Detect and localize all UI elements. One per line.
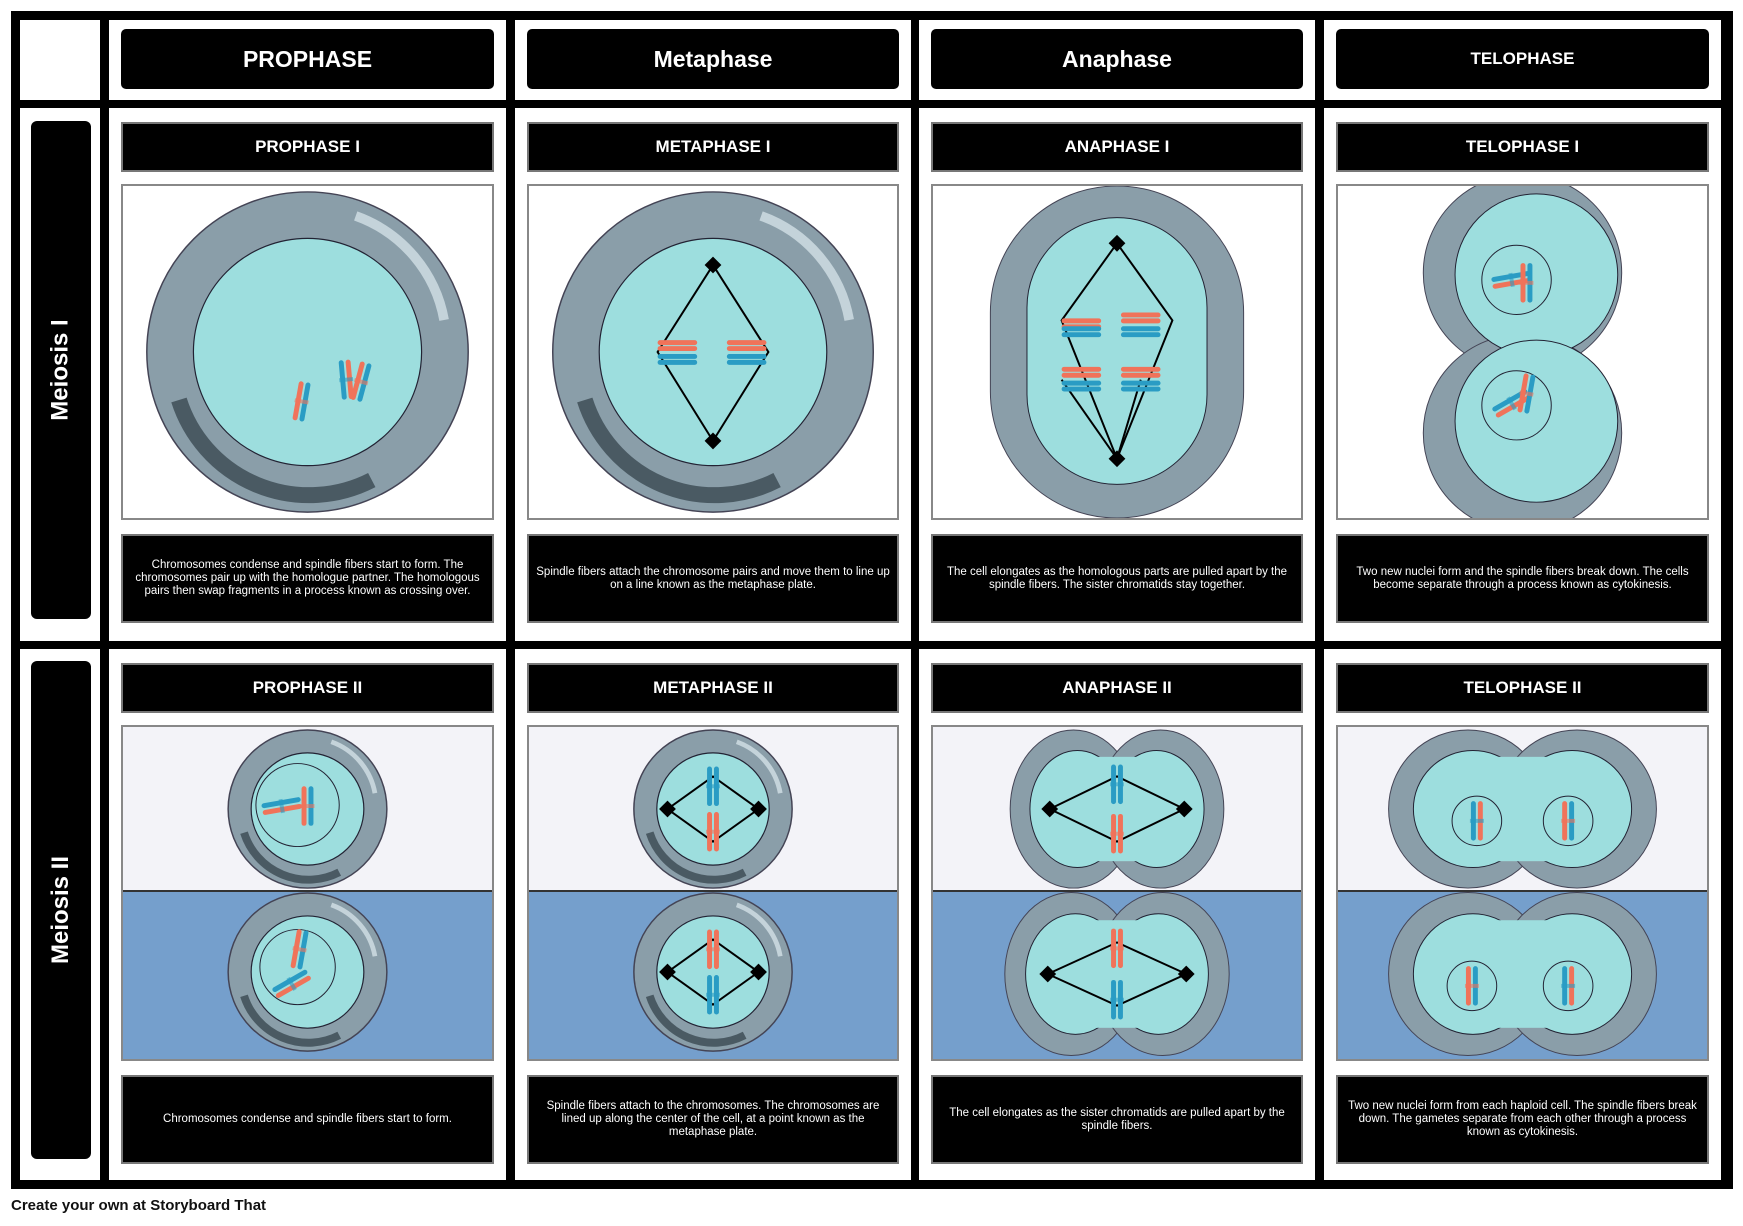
panel-description: Two new nuclei form and the spindle fibe… (1336, 534, 1709, 623)
panel-title: ANAPHASE II (931, 663, 1303, 713)
panel-title: TELOPHASE II (1336, 663, 1709, 713)
column-header-prophase: PROPHASE (109, 20, 506, 100)
panel-metaphase-2: METAPHASE II Spindle fibers attach to th… (515, 649, 911, 1180)
panel-anaphase-1: ANAPHASE I The cell elongates as the hom… (919, 108, 1315, 641)
cell-diagram (933, 727, 1301, 1059)
cell-diagram (529, 727, 897, 1059)
panel-description: The cell elongates as the homologous par… (931, 534, 1303, 623)
panel-title: PROPHASE II (121, 663, 494, 713)
panel-description: Chromosomes condense and spindle fibers … (121, 534, 494, 623)
panel-title: ANAPHASE I (931, 122, 1303, 172)
cell-illustration-metaphase-1 (527, 184, 899, 520)
panel-telophase-1: TELOPHASE I Two new nuclei form and the … (1324, 108, 1721, 641)
column-header-metaphase: Metaphase (515, 20, 911, 100)
panel-description: The cell elongates as the sister chromat… (931, 1075, 1303, 1164)
column-title: TELOPHASE (1336, 29, 1709, 89)
row-label-meiosis-2: Meiosis II (31, 661, 91, 1159)
cell-diagram (123, 727, 492, 1059)
panel-metaphase-1: METAPHASE I Spindle fibers attach the ch… (515, 108, 911, 641)
column-header-anaphase: Anaphase (919, 20, 1315, 100)
column-title: Metaphase (527, 29, 899, 89)
row-label-text: Meiosis II (47, 855, 75, 965)
panel-title: TELOPHASE I (1336, 122, 1709, 172)
cell-diagram (146, 191, 469, 513)
cell-illustration-anaphase-2 (931, 725, 1303, 1061)
cell-illustration-telophase-2 (1336, 725, 1709, 1061)
column-title: Anaphase (931, 29, 1303, 89)
panel-prophase-2: PROPHASE II Chromosomes condense and spi… (109, 649, 506, 1180)
panel-prophase-1: PROPHASE I Chromosomes condense and spin… (109, 108, 506, 641)
cell-diagram (552, 191, 874, 513)
column-title: PROPHASE (121, 29, 494, 89)
panel-telophase-2: TELOPHASE II Two new nuclei form from ea… (1324, 649, 1721, 1180)
panel-title: METAPHASE I (527, 122, 899, 172)
panel-description: Spindle fibers attach the chromosome pai… (527, 534, 899, 623)
cell-illustration-prophase-2 (121, 725, 494, 1061)
cell-illustration-telophase-1 (1336, 184, 1709, 520)
panel-description: Two new nuclei form from each haploid ce… (1336, 1075, 1709, 1164)
panel-title: METAPHASE II (527, 663, 899, 713)
cell-illustration-metaphase-2 (527, 725, 899, 1061)
panel-anaphase-2: ANAPHASE II The cell elongates as the si… (919, 649, 1315, 1180)
row-label-text: Meiosis I (47, 319, 74, 421)
cell-diagram (1338, 727, 1707, 1059)
cell-illustration-prophase-1 (121, 184, 494, 520)
row-label-meiosis-1: Meiosis I (31, 121, 91, 619)
panel-title: PROPHASE I (121, 122, 494, 172)
column-header-telophase: TELOPHASE (1324, 20, 1721, 100)
corner-cell (20, 20, 100, 100)
cell-illustration-anaphase-1 (931, 184, 1303, 520)
cell-diagram (1422, 186, 1623, 518)
panel-description: Chromosomes condense and spindle fibers … (121, 1075, 494, 1164)
footer-credit[interactable]: Create your own at Storyboard That (11, 1197, 267, 1214)
cell-diagram (989, 186, 1245, 518)
panel-description: Spindle fibers attach to the chromosomes… (527, 1075, 899, 1164)
